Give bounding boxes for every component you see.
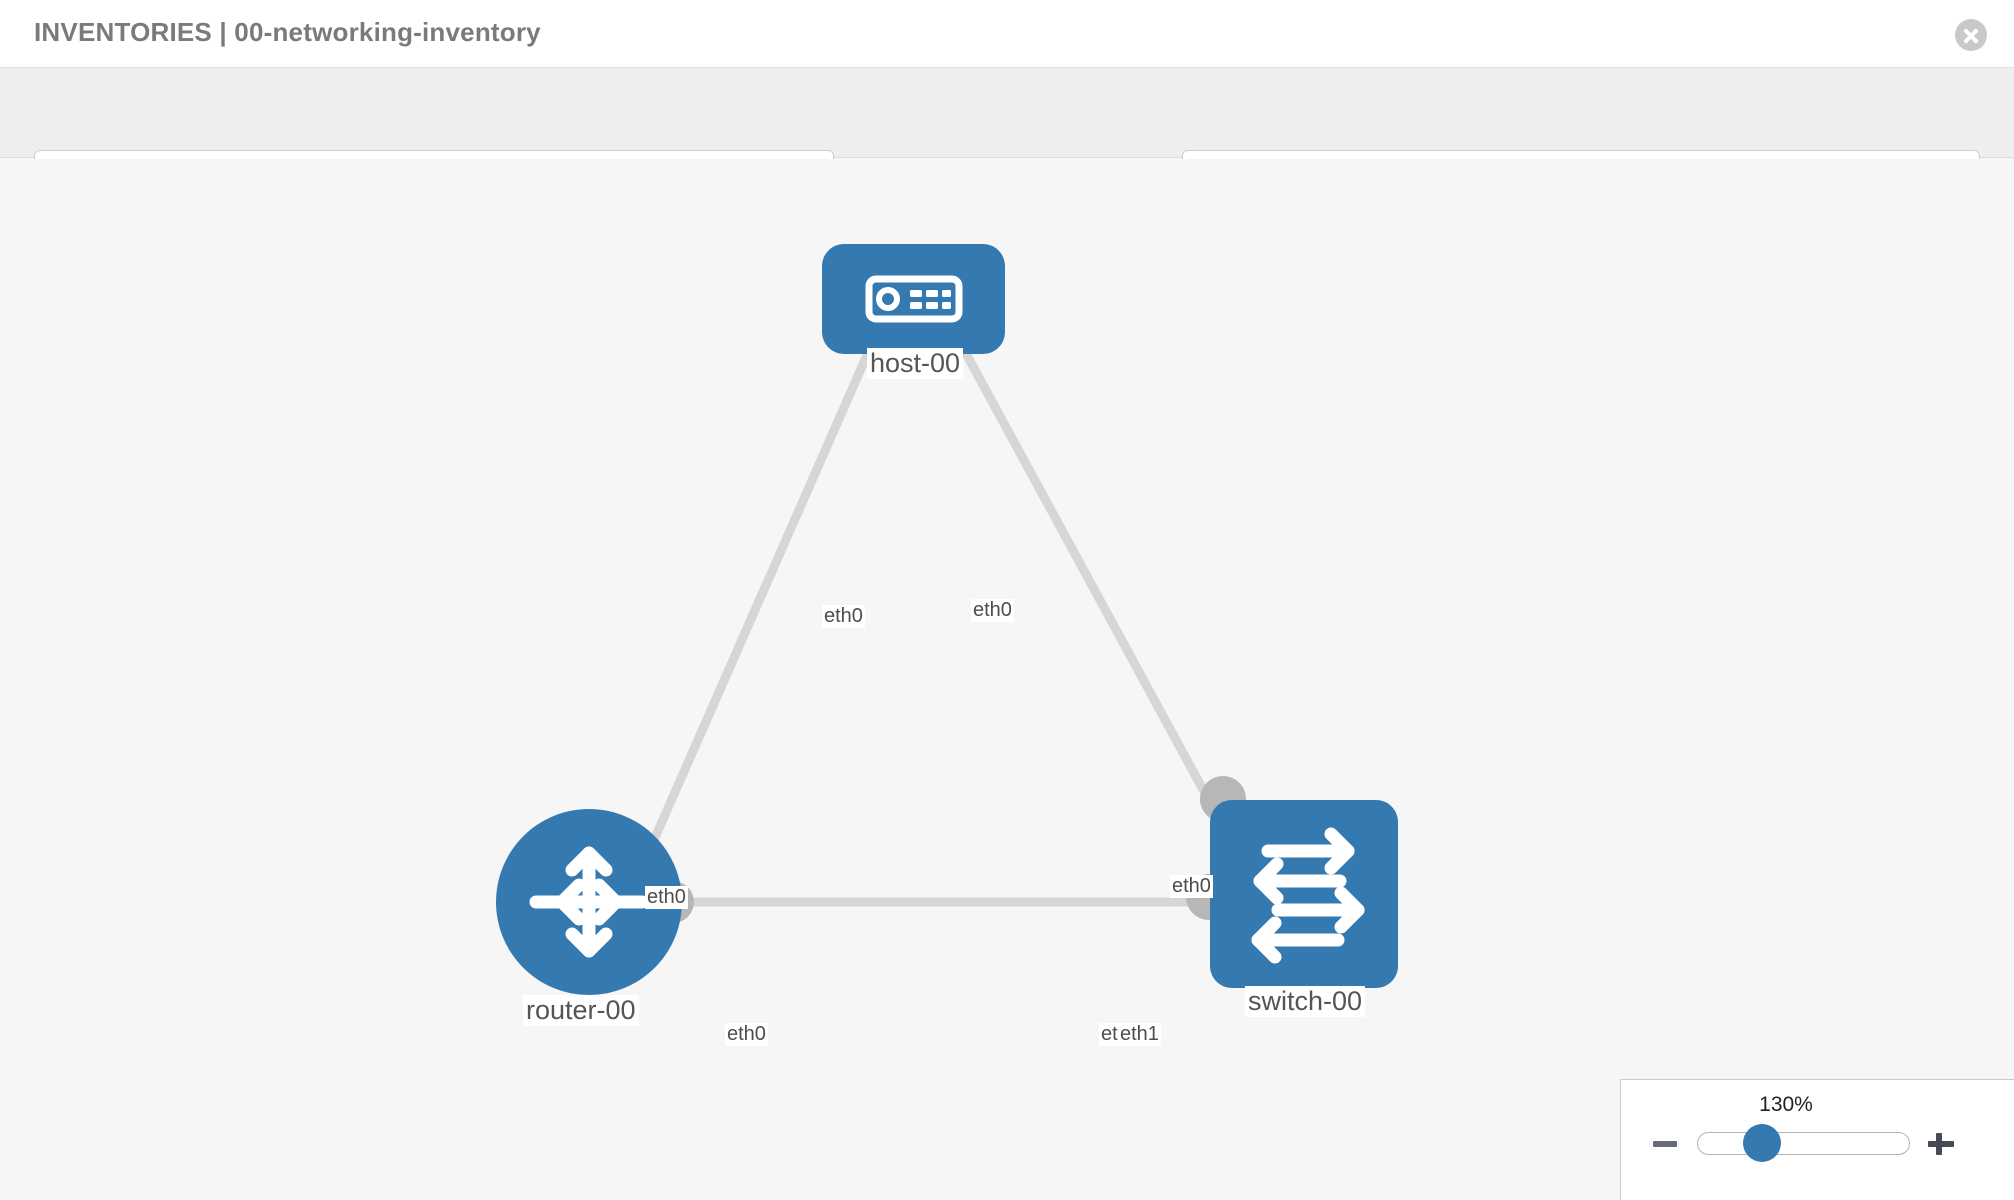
switch-node-shape[interactable] xyxy=(1210,800,1398,988)
zoom-slider-track[interactable] xyxy=(1697,1132,1910,1155)
iface-label-switch-eth1: eth1 xyxy=(1118,1023,1161,1046)
close-icon[interactable] xyxy=(1955,19,1987,51)
page-header: INVENTORIES | 00-networking-inventory xyxy=(0,0,2014,68)
router-node-shape[interactable] xyxy=(496,809,682,995)
zoom-in-button[interactable] xyxy=(1926,1129,1956,1159)
zoom-out-button[interactable] xyxy=(1650,1129,1680,1159)
topology-canvas[interactable]: host-00 xyxy=(0,159,2014,1200)
link-host-switch xyxy=(952,332,1237,848)
switch-arrows-icon xyxy=(1251,827,1365,964)
iface-label-host-left: eth0 xyxy=(822,605,865,628)
page-title: INVENTORIES | 00-networking-inventory xyxy=(34,17,541,47)
node-label-router-00: router-00 xyxy=(523,995,639,1026)
topology-links xyxy=(645,332,1237,907)
zoom-slider-thumb[interactable] xyxy=(1743,1124,1781,1162)
link-host-router xyxy=(645,332,880,854)
iface-label-host-right: eth0 xyxy=(971,599,1014,622)
node-host-00[interactable]: host-00 xyxy=(822,244,1005,379)
zoom-control: 130% xyxy=(1620,1079,2014,1200)
node-label-host-00: host-00 xyxy=(867,348,964,379)
host-node-shape[interactable] xyxy=(822,244,1005,354)
iface-label-router-eth0: eth0 xyxy=(725,1023,768,1046)
node-switch-00[interactable]: switch-00 xyxy=(1186,776,1398,1017)
iface-label-router-up: eth0 xyxy=(645,886,688,909)
server-appliance-icon xyxy=(865,275,963,323)
zoom-percent-label: 130% xyxy=(1759,1093,1813,1116)
node-router-00[interactable]: router-00 xyxy=(496,809,694,1026)
iface-label-switch-up: eth0 xyxy=(1170,875,1213,898)
node-label-switch-00: switch-00 xyxy=(1245,986,1366,1017)
toolbar: ACTIONS SEARCH xyxy=(0,68,2014,202)
router-arrows-icon xyxy=(529,846,649,958)
